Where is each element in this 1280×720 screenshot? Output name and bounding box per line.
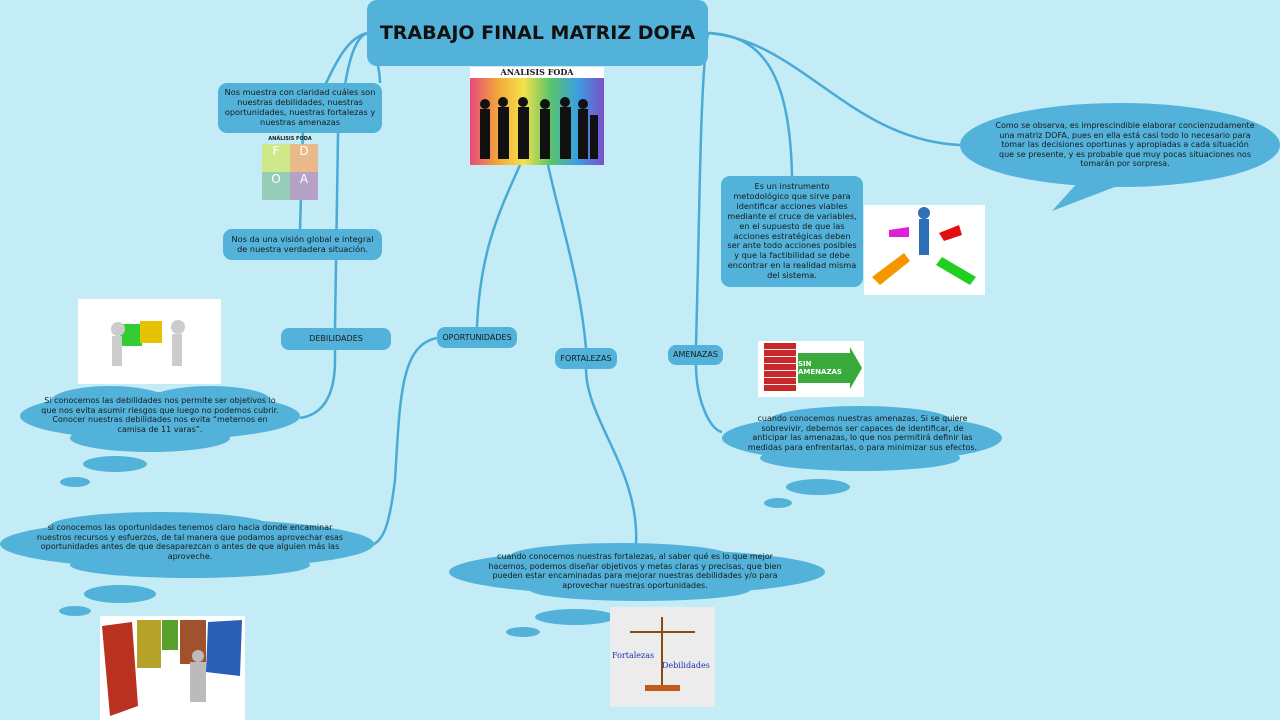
arrow-icon [850,347,862,389]
foda-matrix-image: ANÁLISIS FODA F D O A [262,136,318,203]
cloud-amenazas-text: cuando conocemos nuestras amenazas, Si s… [747,414,978,452]
cloud-fortalezas-text: cuando conocemos nuestras fortalezas, al… [488,552,782,590]
balance-left-label: Fortalezas [612,651,655,660]
balance-image: Fortalezas Debilidades [610,607,715,707]
note-claridad-text: Nos muestra con claridad cuáles son nues… [224,87,376,127]
cloud-fortalezas[interactable]: cuando conocemos nuestras fortalezas, al… [485,552,785,590]
foda-matrix-caption: ANÁLISIS FODA [268,136,312,142]
analisis-foda-caption: ANALISIS FODA [500,67,574,77]
sin-amenazas-label: SIN AMENAZAS [798,353,850,383]
note-vision[interactable]: Nos da una visión global e integral de n… [223,229,382,260]
central-topic[interactable]: TRABAJO FINAL MATRIZ DOFA [367,0,708,66]
directions-arrows-icon [872,207,976,285]
puzzle-image [78,299,221,384]
note-instrumento-text: Es un instrumento metodológico que sirve… [727,181,857,280]
cloud-oportunidades-shape [0,512,374,616]
topic-debilidades[interactable]: DEBILIDADES [281,328,391,350]
arrows-image [864,205,985,295]
topic-fortalezas[interactable]: FORTALEZAS [555,348,617,369]
conclusion-text: Como se observa, es imprescindible elabo… [995,121,1255,169]
sin-amenazas-image: SIN AMENAZAS [758,341,864,397]
silhouettes-icon [480,97,598,159]
doors-image [100,616,245,720]
note-claridad[interactable]: Nos muestra con claridad cuáles son nues… [218,83,382,133]
doors-icon [102,620,242,716]
topic-oportunidades[interactable]: OPORTUNIDADES [437,327,517,348]
note-instrumento[interactable]: Es un instrumento metodológico que sirve… [721,176,863,287]
cloud-debilidades-shape [20,386,300,487]
topic-oportunidades-label: OPORTUNIDADES [442,332,512,342]
foda-a: A [290,172,318,200]
cloud-debilidades[interactable]: Si conocemos las debilidades nos permite… [40,396,280,434]
cloud-debilidades-text: Si conocemos las debilidades nos permite… [41,396,279,434]
central-topic-label: TRABAJO FINAL MATRIZ DOFA [379,21,696,44]
cloud-oportunidades[interactable]: si conocemos las oportunidades tenemos c… [35,523,345,561]
topic-debilidades-label: DEBILIDADES [309,334,363,344]
analisis-foda-image: ANALISIS FODA [470,67,604,165]
cloud-fortalezas-shape [449,543,825,637]
conclusion-bubble[interactable]: Como se observa, es imprescindible elabo… [995,121,1255,169]
note-vision-text: Nos da una visión global e integral de n… [231,233,374,254]
speech-bubble-shape [960,103,1280,211]
topic-amenazas[interactable]: AMENAZAS [668,345,723,365]
topic-amenazas-label: AMENAZAS [673,350,718,360]
foda-f: F [262,144,290,172]
cloud-oportunidades-text: si conocemos las oportunidades tenemos c… [36,523,344,561]
topic-fortalezas-label: FORTALEZAS [560,353,612,363]
foda-d: D [290,144,318,172]
balance-right-label: Debilidades [662,661,710,670]
cloud-amenazas-shape [722,406,1002,508]
puzzle-icon [111,320,185,366]
foda-o: O [262,172,290,200]
cloud-amenazas[interactable]: cuando conocemos nuestras amenazas, Si s… [745,414,980,452]
scale-icon [630,617,695,691]
